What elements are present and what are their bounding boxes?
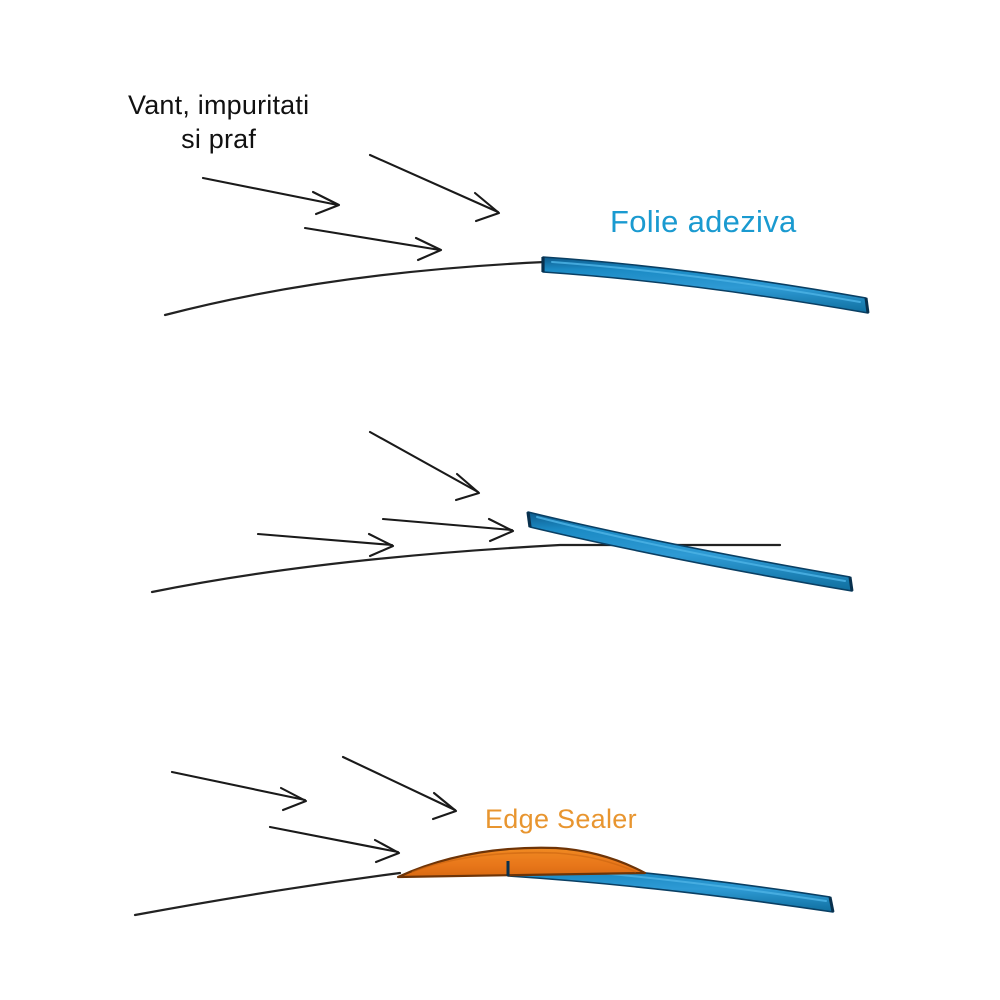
- adhesive-film-label: Folie adeziva: [610, 204, 797, 239]
- panel-2-film-lifted-edge: [526, 511, 532, 528]
- panel-2-group: [150, 430, 854, 594]
- panel-3-sealer-top-shine: [411, 851, 637, 873]
- panel-2-film-highlight: [536, 516, 846, 582]
- panel-3-arrow-1: [170, 770, 308, 812]
- panel-2-arrow-3: [256, 532, 395, 558]
- panel-1-group: [163, 153, 870, 317]
- wind-label-line-1: Vant, impuritati: [128, 90, 310, 120]
- panel-2-arrow-2: [381, 517, 515, 543]
- panel-1-arrow-2: [368, 153, 501, 223]
- panel-1-film-trailing-edge: [864, 297, 870, 314]
- panel-2-film-trailing-edge: [848, 576, 854, 592]
- panel-1-surface-line: [163, 260, 547, 317]
- panel-3-edge-sealer-bead: [396, 846, 647, 879]
- panel-3-film-trailing-edge: [828, 896, 835, 913]
- panel-3-arrow-3: [268, 825, 401, 864]
- panel-3-surface-line: [133, 871, 402, 917]
- panel-1-arrow-3: [303, 226, 443, 262]
- panel-3-group: [133, 755, 835, 917]
- panel-3-arrow-2: [341, 755, 458, 821]
- panel-2-surface-line: [150, 543, 782, 594]
- panel-2-arrow-1: [368, 430, 481, 502]
- edge-sealer-label: Edge Sealer: [485, 804, 637, 834]
- wind-dirt-dust-label: Vant, impuritati si praf: [128, 88, 309, 156]
- panel-1-film-highlight: [551, 261, 861, 303]
- panel-1-arrow-1: [201, 176, 341, 216]
- wind-label-line-2: si praf: [181, 124, 257, 154]
